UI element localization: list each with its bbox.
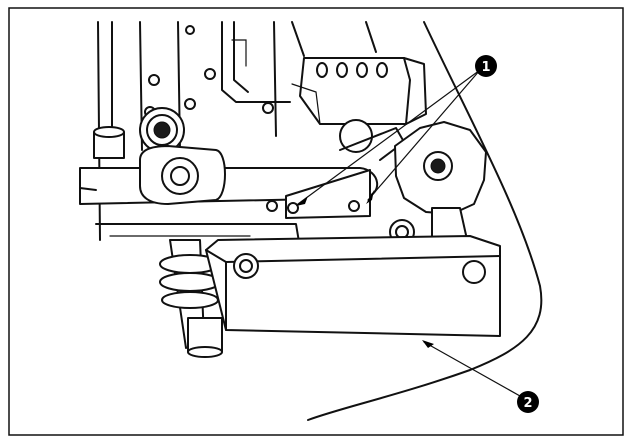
screw-icon	[185, 25, 195, 35]
screw-icon	[348, 200, 360, 212]
callout-2-label: 2	[523, 396, 532, 411]
screw-icon	[204, 68, 216, 80]
screw-icon	[287, 202, 299, 214]
leader-1a	[297, 69, 481, 205]
screw-icon	[148, 74, 160, 86]
arrowhead-icon	[366, 190, 374, 204]
screw-icon	[462, 260, 486, 284]
cover-block	[205, 235, 501, 337]
arrowhead-icon	[422, 340, 434, 348]
callout-2: 2	[517, 391, 539, 413]
left-stud	[93, 126, 125, 159]
star-knob	[389, 121, 487, 247]
leader-lines	[296, 69, 521, 397]
cover-outline	[307, 21, 543, 421]
shaft	[159, 239, 223, 358]
callout-1: 1	[475, 55, 497, 77]
callout-1-label: 1	[481, 60, 490, 75]
figure-frame	[8, 7, 624, 436]
screw-icon	[184, 98, 196, 110]
leader-2	[423, 341, 521, 397]
upper-bracket	[291, 21, 427, 125]
screw-icon	[262, 102, 274, 114]
screw-icon	[266, 200, 278, 212]
leader-1b	[367, 69, 481, 201]
machine-frame	[97, 21, 291, 241]
arrowhead-icon	[296, 196, 308, 206]
